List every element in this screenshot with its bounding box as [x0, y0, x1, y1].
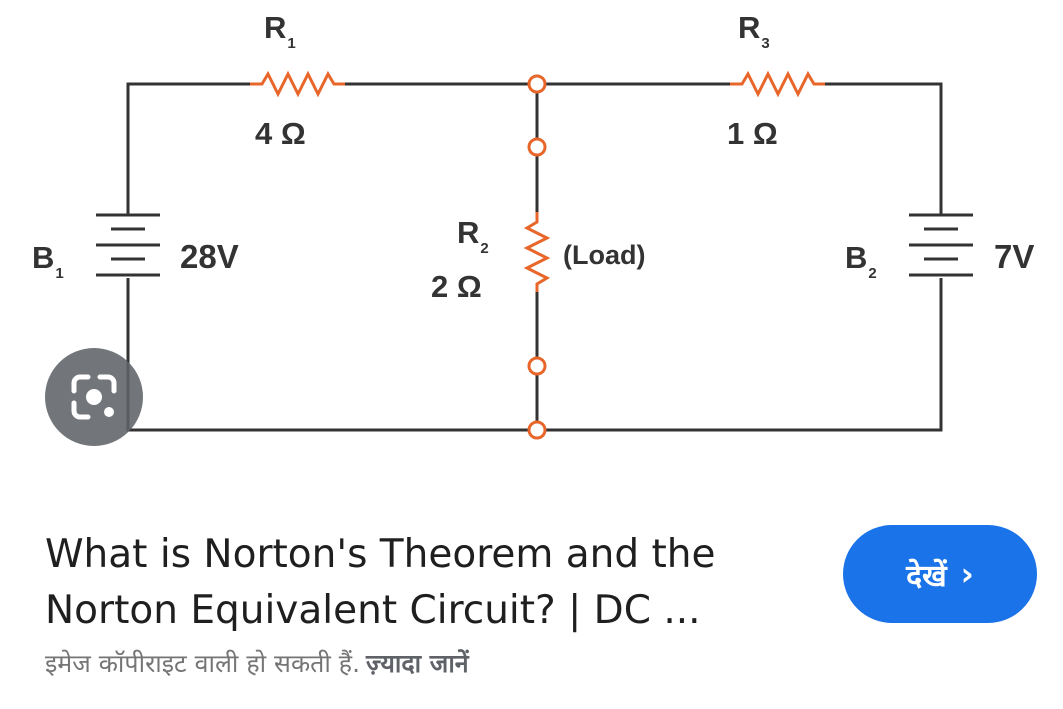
result-title[interactable]: What is Norton's Theorem and the Norton …: [45, 527, 805, 639]
terminal-bottom: [527, 420, 547, 440]
chevron-right-icon: ›: [960, 555, 974, 593]
load-label: (Load): [563, 240, 645, 270]
resistor-r1: [250, 70, 345, 98]
b1-label: B1: [32, 240, 64, 282]
terminal-top: [527, 74, 547, 94]
result-title-line-2: Norton Equivalent Circuit? | DC ...: [45, 588, 701, 633]
battery-b2: [909, 213, 973, 277]
r3-value: 1 Ω: [727, 116, 778, 151]
circuit-diagram: R1 4 Ω R3 1 Ω R2 2 Ω (Load) B1 28V B2 7V: [32, 10, 1034, 440]
battery-b1: [96, 213, 160, 277]
r2-value: 2 Ω: [431, 269, 482, 304]
result-title-line-1: What is Norton's Theorem and the: [45, 532, 716, 577]
visit-button-label: देखें: [906, 558, 947, 594]
r3-label: R3: [738, 10, 770, 52]
r1-label: R1: [264, 10, 296, 52]
b2-voltage: 7V: [994, 238, 1034, 275]
b1-voltage: 28V: [180, 238, 239, 275]
r1-value: 4 Ω: [255, 116, 306, 151]
copyright-text: इमेज कॉपीराइट वाली हो सकती हैं.: [45, 649, 361, 678]
resistor-r2: [523, 212, 551, 292]
resistor-r3: [730, 70, 825, 98]
learn-more-link[interactable]: ज़्यादा जानें: [366, 649, 469, 678]
terminal-lower: [527, 356, 547, 376]
google-lens-button[interactable]: [45, 348, 143, 446]
visit-button[interactable]: देखें ›: [843, 525, 1037, 623]
circuit-wires: [126, 82, 943, 432]
terminal-upper: [527, 137, 547, 157]
r2-label: R2: [457, 215, 489, 257]
google-lens-icon: [71, 374, 117, 420]
b2-label: B2: [845, 240, 877, 282]
copyright-note: इमेज कॉपीराइट वाली हो सकती हैं.ज़्यादा ज…: [45, 646, 469, 680]
